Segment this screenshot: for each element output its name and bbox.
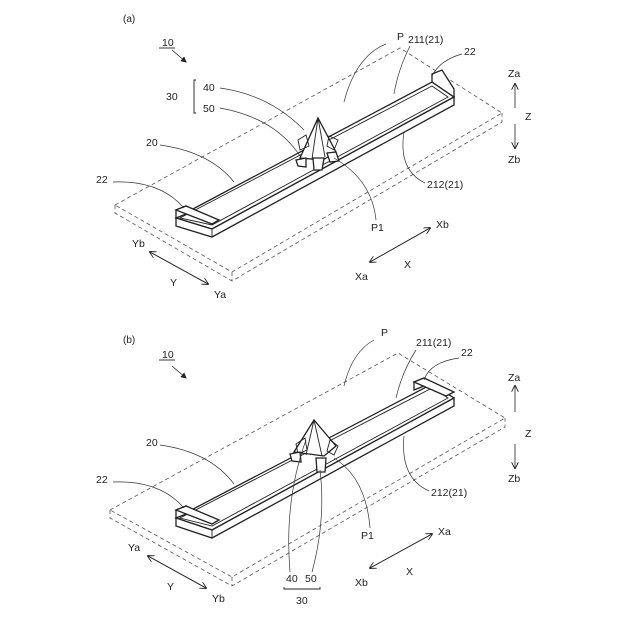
- assembly-label: 10: [162, 37, 174, 49]
- base-left: [296, 158, 306, 167]
- z-axis-minus: Zb: [508, 154, 520, 166]
- stopper-label-left: 22: [96, 174, 108, 186]
- stopper-label-right: 22: [464, 46, 476, 58]
- plane-label: P: [397, 31, 404, 43]
- rail-top-leader: [396, 350, 416, 398]
- head-label: 40: [286, 573, 298, 585]
- x-axis-label: X: [404, 259, 411, 271]
- base-front: [313, 158, 324, 170]
- rail-top-label: 211(21): [416, 337, 451, 349]
- unit-label: 30: [296, 595, 308, 607]
- plane-label: P: [381, 327, 388, 339]
- point-label: P1: [371, 222, 384, 234]
- y-axis-minus: Yb: [212, 593, 225, 605]
- base-leader: [220, 108, 300, 156]
- z-axis-minus: Zb: [508, 473, 520, 485]
- x-axis-indicator: Xb Xa X: [355, 219, 449, 283]
- base-leader: [312, 470, 322, 572]
- plane-leader: [344, 340, 374, 386]
- z-axis-label: Z: [525, 111, 532, 123]
- panel-a: (a) 10: [96, 14, 532, 301]
- base-front: [316, 458, 326, 472]
- panel-label: (a): [123, 14, 135, 25]
- rail-side-label: 212(21): [431, 487, 467, 499]
- rail-top-label: 211(21): [408, 34, 443, 46]
- assembly-arrow: [172, 366, 186, 378]
- y-axis-label: Y: [170, 277, 177, 289]
- rail-label: 20: [146, 137, 158, 149]
- base-label: 50: [305, 573, 317, 585]
- y-axis-plus: Yb: [132, 238, 145, 250]
- x-axis-minus: Xb: [355, 577, 368, 589]
- y-axis-indicator: Ya Yb Y: [128, 542, 225, 605]
- z-axis-indicator: Za Zb Z: [508, 68, 532, 166]
- y-axis-label: Y: [167, 581, 174, 593]
- point-label: P1: [361, 530, 374, 542]
- z-axis-indicator: Za Zb Z: [508, 372, 532, 485]
- rail-side-leader: [403, 132, 425, 183]
- z-axis-plus: Za: [508, 68, 520, 80]
- stopper-label-left: 22: [96, 474, 108, 486]
- rail-side-label: 212(21): [427, 179, 463, 191]
- z-axis-label: Z: [525, 428, 532, 440]
- rail-side-leader: [404, 436, 429, 491]
- plane-leader: [344, 44, 386, 102]
- stopper-label-right: 22: [461, 347, 473, 359]
- assembly-arrow: [172, 50, 186, 62]
- z-axis-plus: Za: [508, 372, 520, 384]
- assembly-label: 10: [162, 349, 174, 361]
- rail-top-leader: [394, 46, 410, 94]
- x-axis-minus: Xa: [355, 271, 368, 283]
- stopper-left-leader: [113, 182, 184, 208]
- unit-bracket: [194, 80, 196, 113]
- x-axis-plus: Xa: [438, 526, 451, 538]
- stopper-left-leader: [113, 482, 184, 508]
- rail: [176, 378, 454, 538]
- rail-leader: [160, 445, 234, 484]
- x-axis-label: X: [406, 566, 413, 578]
- panel-label: (b): [123, 335, 135, 346]
- rail-label: 20: [146, 437, 158, 449]
- unit-bracket: [284, 587, 320, 589]
- y-axis-plus: Ya: [128, 542, 140, 554]
- y-axis-minus: Ya: [214, 289, 226, 301]
- stopper-right-leader: [424, 358, 459, 380]
- unit-label: 30: [166, 91, 178, 103]
- rail-leader: [160, 145, 234, 182]
- head-label: 40: [203, 82, 215, 94]
- x-axis-plus: Xb: [436, 219, 449, 231]
- panel-b: (b) 10: [96, 327, 532, 607]
- head-leader: [220, 88, 304, 130]
- base-label: 50: [203, 103, 215, 115]
